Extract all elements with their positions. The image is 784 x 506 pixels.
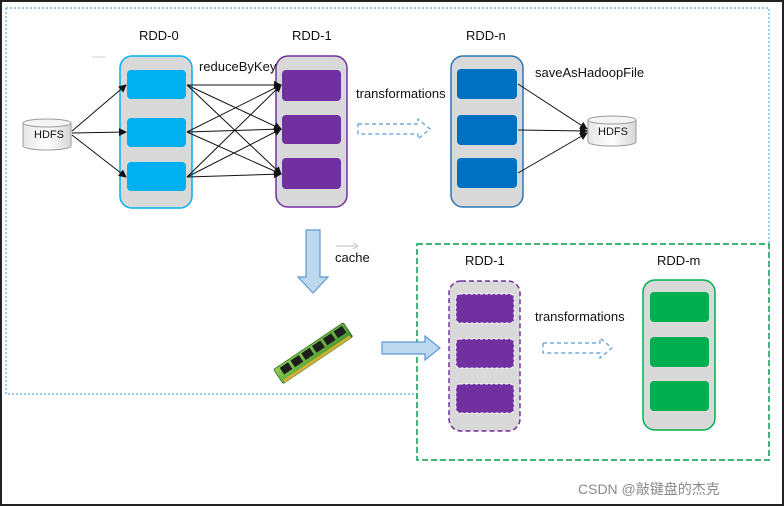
- rdd1-top-partition-1: [282, 70, 341, 101]
- rddn-partition-1: [457, 69, 517, 99]
- watermark: CSDN @敲键盘的杰克: [578, 481, 720, 497]
- save-as-hadoop-file-label: saveAsHadoopFile: [535, 65, 645, 80]
- transformations-bottom-label: transformations: [535, 309, 625, 324]
- rdd1-top-partition-3: [282, 158, 341, 189]
- rdd1-bottom-partition-2: [455, 338, 515, 369]
- rdd0-partition-1: [127, 70, 186, 99]
- hdfs-input-label: HDFS: [34, 129, 64, 141]
- down-arrow-icon: [296, 229, 330, 294]
- dashed-arrow-icon: [357, 117, 431, 141]
- rdd1-top-partition-2: [282, 115, 341, 144]
- rddn-label: RDD-n: [466, 28, 506, 43]
- rddn-partition-2: [457, 115, 517, 145]
- memory-stick-icon: [273, 322, 353, 384]
- hdfs-cylinder-icon: [22, 118, 72, 151]
- rdd1-top-label: RDD-1: [292, 28, 332, 43]
- rdd0-label: RDD-0: [139, 28, 179, 43]
- rddm-partition-2: [650, 337, 709, 367]
- faint-arrow: [352, 242, 359, 250]
- rdd1-bottom-partition-1: [455, 293, 515, 324]
- right-arrow-icon: [381, 334, 441, 362]
- rddn-partition-3: [457, 158, 517, 188]
- rddm-partition-1: [650, 292, 709, 322]
- hdfs-output-label: HDFS: [598, 126, 628, 138]
- transformations-top-label: transformations: [356, 86, 446, 101]
- rdd1-bottom-partition-3: [455, 383, 515, 414]
- shuffle-arrows: [186, 81, 282, 179]
- rdd0-partition-2: [127, 118, 186, 147]
- cache-label: cache: [335, 250, 370, 265]
- rdd1-bottom-label: RDD-1: [465, 253, 505, 268]
- rddn-to-hdfs-arrows: [517, 83, 588, 174]
- rddm-label: RDD-m: [657, 253, 701, 268]
- job-region-dotted: [5, 7, 770, 395]
- rdd0-partition-3: [127, 162, 186, 191]
- dashed-arrow-icon: [542, 336, 613, 360]
- reduce-by-key-label: reduceByKey: [199, 59, 277, 74]
- rddm-partition-3: [650, 381, 709, 411]
- hdfs-cylinder-icon: [587, 115, 637, 147]
- hdfs-to-rdd0-arrows: [71, 84, 127, 178]
